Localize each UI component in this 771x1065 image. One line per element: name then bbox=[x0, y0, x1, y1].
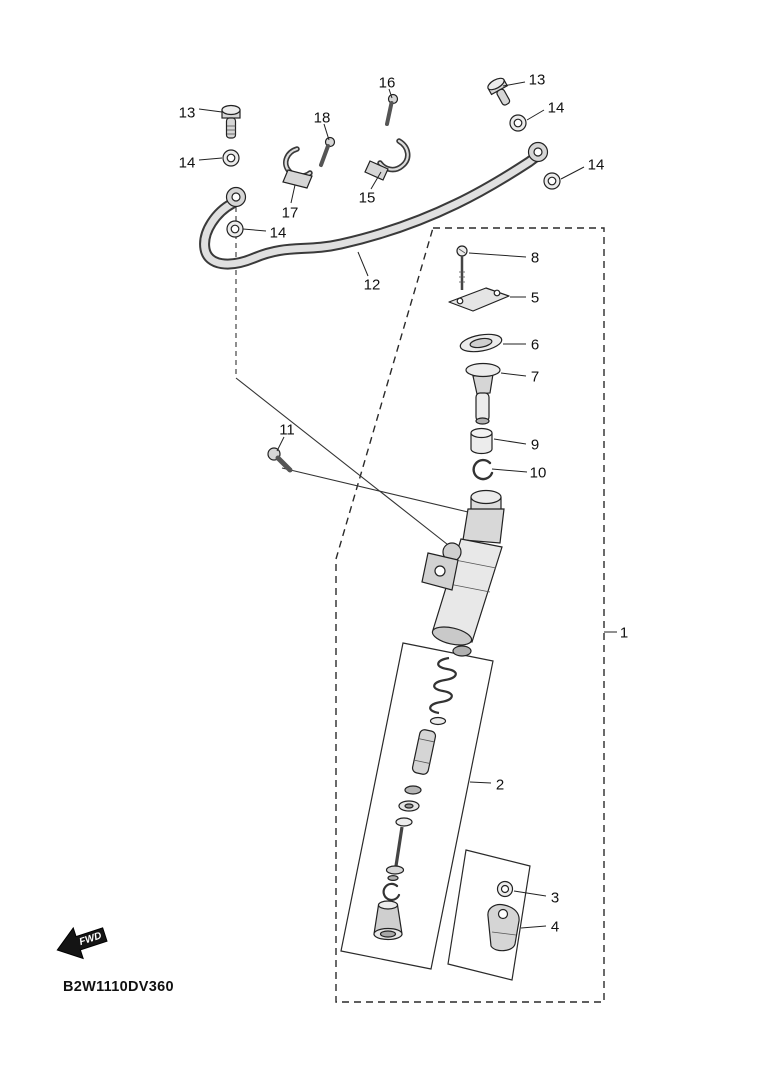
leader-line bbox=[198, 108, 223, 113]
callout-14-right-lower: 14 bbox=[588, 157, 605, 174]
leader-line bbox=[198, 157, 223, 161]
washer-14-left bbox=[222, 149, 240, 167]
leader-line bbox=[388, 88, 393, 99]
spring bbox=[429, 656, 457, 715]
leader-line bbox=[502, 81, 526, 87]
callout-7: 7 bbox=[531, 369, 539, 386]
snap-ring bbox=[382, 882, 401, 902]
clamp-bolt-16 bbox=[385, 93, 399, 126]
hose-clamp-15 bbox=[364, 138, 411, 181]
callout-18: 18 bbox=[314, 110, 331, 127]
cap-screw-8 bbox=[456, 245, 468, 290]
rod-joint-4 bbox=[487, 903, 520, 952]
fwd-arrow-icon bbox=[56, 926, 108, 960]
callout-4: 4 bbox=[551, 919, 559, 936]
leader-line bbox=[513, 890, 547, 897]
leader-line bbox=[370, 171, 382, 190]
hose-to-cylinder-line bbox=[235, 377, 453, 549]
washer-14-hose bbox=[226, 220, 244, 238]
union-bolt-13-left bbox=[221, 104, 241, 139]
callout-6: 6 bbox=[531, 337, 539, 354]
leader-line bbox=[242, 228, 267, 232]
leader-line bbox=[276, 436, 285, 452]
leader-line bbox=[468, 252, 527, 258]
piston-seal-small bbox=[404, 785, 422, 795]
leader-line bbox=[493, 438, 527, 445]
callout-15: 15 bbox=[359, 190, 376, 207]
boot bbox=[373, 900, 403, 941]
leader-line bbox=[469, 781, 492, 784]
callout-14-left: 14 bbox=[179, 155, 196, 172]
kit-3-4-box bbox=[447, 849, 531, 981]
callout-16: 16 bbox=[379, 75, 396, 92]
clamp-bolt-18 bbox=[319, 136, 336, 167]
callout-12: 12 bbox=[364, 277, 381, 294]
union-bolt-11 bbox=[267, 447, 293, 473]
bushing-9 bbox=[470, 427, 493, 455]
spring-seat-washer bbox=[429, 716, 447, 726]
callout-17: 17 bbox=[282, 205, 299, 222]
callout-9: 9 bbox=[531, 437, 539, 454]
piston bbox=[411, 729, 437, 775]
leader-line bbox=[491, 468, 528, 473]
leader-line bbox=[500, 372, 527, 377]
callout-14-hose: 14 bbox=[270, 225, 287, 242]
callout-8: 8 bbox=[531, 250, 539, 267]
leader-line bbox=[520, 925, 547, 929]
washer-14-right-lower bbox=[543, 172, 561, 190]
fwd-direction-marker: FWD bbox=[56, 926, 108, 960]
brake-hose-12 bbox=[199, 141, 549, 270]
leader-line bbox=[290, 184, 296, 204]
bolt11-to-cylinder-line bbox=[281, 467, 469, 513]
callout-13-left: 13 bbox=[179, 105, 196, 122]
hose-clamp-17 bbox=[282, 146, 313, 189]
callout-11: 11 bbox=[279, 422, 295, 439]
reservoir-cap-5 bbox=[448, 287, 510, 312]
drawing-code: B2W1110DV360 bbox=[63, 979, 174, 995]
union-bolt-13-right bbox=[487, 77, 511, 106]
callout-10: 10 bbox=[530, 465, 547, 482]
circlip-10 bbox=[472, 458, 494, 481]
callout-2: 2 bbox=[496, 777, 504, 794]
diaphragm-6 bbox=[459, 333, 503, 353]
callout-5: 5 bbox=[531, 290, 539, 307]
master-cylinder-body bbox=[421, 489, 505, 657]
leader-line bbox=[526, 109, 545, 121]
kit-2-internals bbox=[373, 656, 457, 941]
leader-line bbox=[323, 123, 330, 141]
callout-13-right: 13 bbox=[529, 72, 546, 89]
washer-14-right-upper bbox=[509, 114, 527, 132]
callout-3: 3 bbox=[551, 890, 559, 907]
callout-1: 1 bbox=[620, 625, 628, 642]
push-rod bbox=[385, 817, 413, 881]
callout-14-right-upper: 14 bbox=[548, 100, 565, 117]
reservoir-joint-7 bbox=[465, 362, 501, 425]
leader-line bbox=[560, 166, 585, 180]
washer-3 bbox=[496, 880, 514, 898]
leader-line bbox=[357, 251, 369, 277]
